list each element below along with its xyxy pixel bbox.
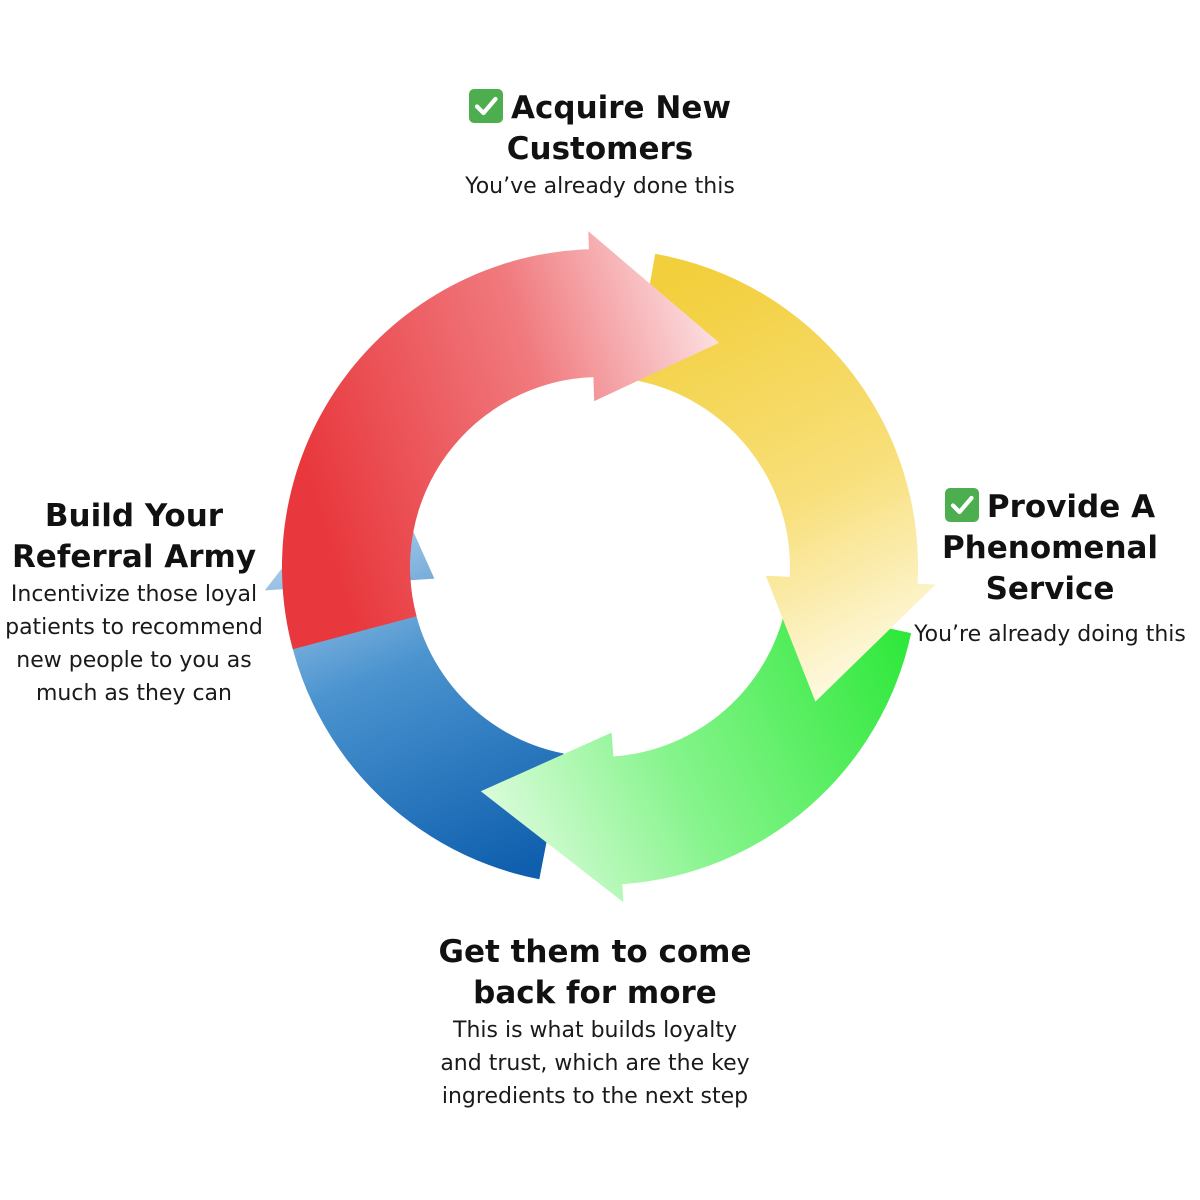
stage-desc-line: This is what builds loyalty (453, 1018, 737, 1043)
stage-desc-line: new people to you as (16, 648, 252, 673)
check-icon (469, 89, 504, 123)
arrow-ring (264, 231, 936, 903)
stage-title-line: Customers (506, 131, 694, 167)
stage-acquire-customers: Acquire New Customers You’ve already don… (400, 88, 800, 203)
stage-title: Acquire New Customers (400, 88, 800, 170)
stage-desc-line: You’ve already done this (465, 174, 735, 199)
stage-description: Incentivize those loyal patients to reco… (0, 578, 268, 710)
arrow-green (480, 606, 912, 903)
stage-title: Build Your Referral Army (0, 496, 268, 578)
stage-desc-line: You’re already doing this (914, 622, 1186, 647)
stage-title-line: back for more (473, 975, 717, 1011)
stage-come-back: Get them to come back for more This is w… (395, 932, 795, 1113)
stage-desc-line: patients to recommend (5, 615, 263, 640)
stage-description: You’re already doing this (900, 618, 1200, 651)
stage-desc-line: and trust, which are the key (440, 1051, 750, 1076)
stage-description: You’ve already done this (400, 170, 800, 203)
stage-title-line: Build Your (44, 498, 224, 534)
stage-title-line: Acquire New (511, 90, 731, 126)
check-icon (944, 488, 979, 522)
stage-title-line: Provide A (986, 489, 1156, 525)
stage-desc-line: ingredients to the next step (441, 1084, 749, 1109)
stage-desc-line: Incentivize those loyal (10, 582, 258, 607)
stage-title-line: Service (985, 571, 1115, 607)
stage-provide-service: Provide A Phenomenal Service You’re alre… (900, 487, 1200, 651)
stage-title-line: Phenomenal (941, 530, 1159, 566)
stage-title: Provide A Phenomenal Service (900, 487, 1200, 610)
stage-title: Get them to come back for more (395, 932, 795, 1014)
arrow-red (281, 231, 720, 650)
arrow-yellow (633, 253, 936, 702)
stage-title-line: Get them to come (438, 934, 752, 970)
stage-desc-line: much as they can (36, 681, 232, 706)
stage-title-line: Referral Army (11, 539, 257, 575)
stage-description: This is what builds loyalty and trust, w… (395, 1014, 795, 1113)
stage-referral-army: Build Your Referral Army Incentivize tho… (0, 496, 268, 710)
